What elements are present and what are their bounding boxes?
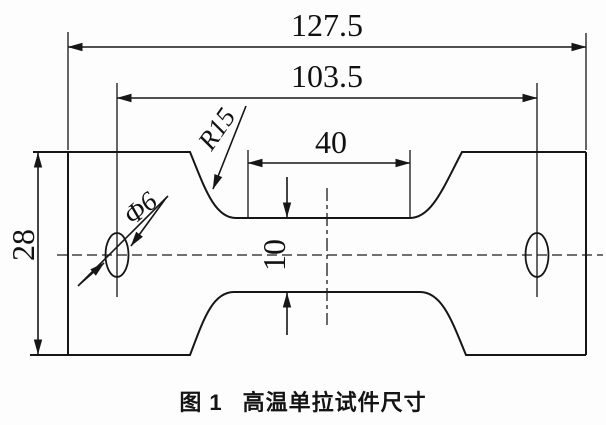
radius-leader-line (212, 105, 247, 190)
specimen-top-profile (33, 151, 586, 219)
dim-gauge-length: 40 (247, 124, 411, 217)
dim-overall-length: 127.5 (67, 7, 587, 150)
dimension-value-overall-length: 127.5 (291, 7, 363, 43)
diameter-arrow-upper (130, 197, 167, 247)
dim-hole-spacing: 103.5 (116, 58, 538, 297)
dimension-value-fillet-radius: R15 (191, 102, 241, 156)
dimension-value-hole-spacing: 103.5 (291, 58, 363, 94)
dimension-value-hole-diameter: Φ6 (118, 185, 164, 230)
specimen-bottom-profile (30, 291, 586, 356)
figure-caption-label: 图 1 (179, 390, 223, 415)
dim-gauge-width: 10 (256, 177, 292, 335)
dimension-value-overall-width: 28 (5, 229, 41, 261)
specimen-outline (30, 151, 587, 356)
diameter-arrow-lower (79, 262, 105, 285)
dim-overall-width: 28 (5, 152, 43, 355)
centerlines (57, 188, 603, 325)
dimension-value-gauge-width: 10 (256, 239, 292, 271)
figure-caption: 图 1 高温单拉试件尺寸 (0, 385, 606, 417)
figure-caption-title: 高温单拉试件尺寸 (242, 390, 427, 415)
dimension-value-gauge-length: 40 (315, 124, 347, 160)
